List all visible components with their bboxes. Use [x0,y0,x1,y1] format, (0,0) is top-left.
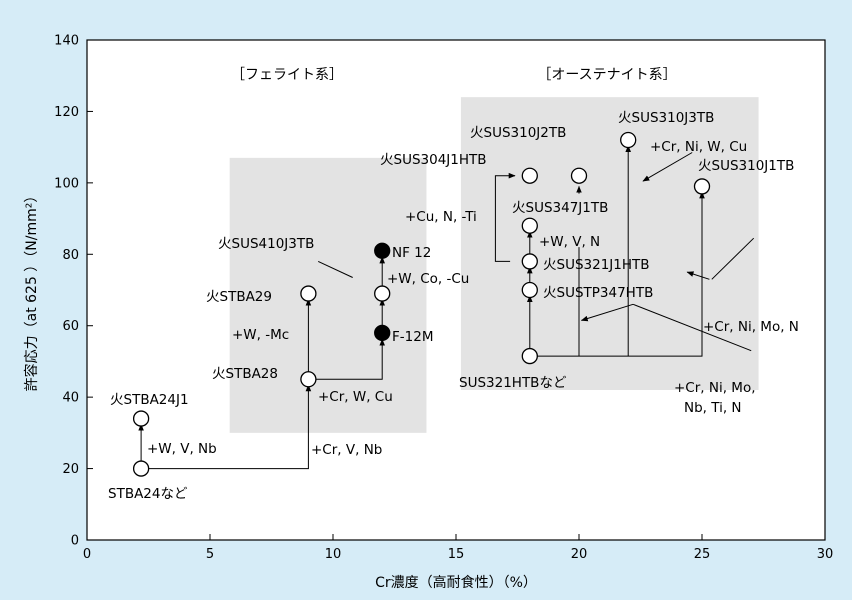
point-label: 火STBA28 [212,366,278,382]
data-point-2 [300,371,317,388]
connector-line-10 [533,191,705,357]
point-label: NF 12 [392,245,431,261]
y-tick-label: 80 [62,248,79,263]
connector-line-3 [313,338,386,380]
y-tick-label: 40 [62,391,79,406]
data-point-11 [521,167,538,184]
annotation: +Cu, N, -Ti [405,209,477,225]
data-point-10 [521,217,538,234]
x-tick-label: 20 [571,547,588,562]
point-label: 火STBA29 [206,289,272,305]
data-point-14 [693,178,711,195]
data-point-1 [132,410,150,427]
y-tick-label: 60 [62,319,79,334]
annotation: +Cr, Ni, W, Cu [650,139,747,155]
point-label: 火SUS310J2TB [470,125,566,141]
data-point-7 [521,347,538,365]
x-tick-label: 0 [83,547,91,562]
data-point-8 [521,281,538,299]
region-label-ferritic: ［フェライト系］ [231,67,343,83]
region-box-1 [460,97,759,391]
y-axis-title: 許容応力（at 625 ）（N/mm²） [23,189,40,392]
point-label: 火STBA24J1 [110,392,189,408]
data-point-3 [300,285,317,302]
x-tick-label: 5 [206,547,214,562]
point-label: STBA24など [108,486,188,502]
point-label: 火SUS310J1TB [698,158,794,174]
point-label: SUS321HTBなど [459,375,567,391]
annotation: +Cr, V, Nb [311,442,382,458]
connector-line-14 [494,172,516,262]
connector-line-6 [317,260,353,278]
point-label: 火SUS321J1HTB [543,257,650,273]
x-tick-label: 15 [448,547,465,562]
point-label: F-12M [392,329,433,345]
connector-line-1 [143,384,312,470]
point-label: 火SUS347J1TB [512,200,608,216]
point-label: 火SUS310J3TB [618,110,714,126]
data-point-0 [132,460,150,477]
annotation: +Cr, Ni, Mo, N [703,319,799,335]
annotation: +W, V, N [539,234,600,250]
point-label: 火SUS304J1HTB [380,152,487,168]
x-tick-label: 10 [325,547,342,562]
point-label: 火SUS410J3TB [218,236,314,252]
annotation: +Cr, Ni, Mo, [674,380,756,396]
annotation: +W, V, Nb [147,441,217,457]
connector-line-18 [632,303,752,352]
connector-line-19 [580,303,634,322]
annotation: +W, -Mc [232,327,289,343]
annotation: +W, Co, -Cu [387,271,469,287]
connector-line-16 [711,237,755,280]
x-tick-label: 25 [694,547,711,562]
data-point-9 [521,253,538,270]
y-tick-label: 0 [71,534,79,549]
data-point-13 [620,131,637,149]
region-label-austenitic: ［オーステナイト系］ [537,67,676,83]
x-axis-title: Cr濃度（高耐食性）（%） [375,574,537,591]
data-point-5 [374,285,391,302]
region-box-0 [229,157,427,433]
point-label: 火SUSTP347HTB [543,285,653,301]
data-point-12 [570,167,588,184]
data-point-4 [374,324,391,342]
y-tick-label: 20 [62,462,79,477]
connector-line-17 [686,271,710,280]
connector-line-15 [642,152,693,182]
y-tick-label: 140 [54,34,79,49]
data-point-6 [374,242,391,259]
y-tick-label: 120 [54,105,79,120]
annotation: Nb, Ti, N [684,400,742,416]
y-tick-label: 100 [54,176,79,191]
x-tick-label: 30 [817,547,834,562]
annotation: +Cr, W, Cu [318,389,393,405]
